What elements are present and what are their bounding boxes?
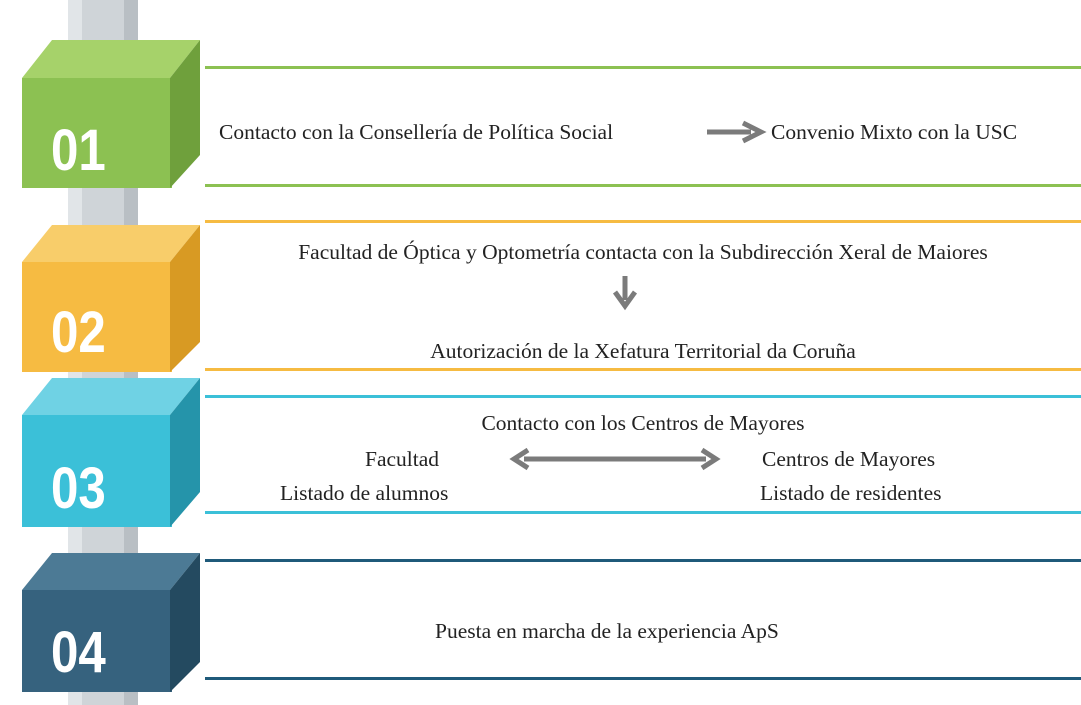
step-01-row: Contacto con la Consellería de Política …	[205, 66, 1081, 188]
step-01-text: Contacto con la Consellería de Política …	[219, 120, 614, 144]
arrow-right-icon	[707, 120, 767, 144]
step-03-right-sub: Listado de residentes	[760, 481, 942, 505]
step-number-01: 01	[51, 118, 106, 183]
cube-03: 03	[22, 378, 200, 527]
step-number-04: 04	[51, 620, 106, 685]
cube-01: 01	[22, 40, 200, 188]
step-04-row: Puesta en marcha de la experiencia ApS	[205, 559, 1081, 681]
step-02-bottom-line	[205, 368, 1081, 371]
step-03-top-line	[205, 395, 1081, 398]
step-01-result-text: Convenio Mixto con la USC	[771, 120, 1018, 144]
step-01-bottom-line	[205, 184, 1081, 187]
step-number-02: 02	[51, 300, 106, 365]
step-03-left-label: Facultad	[365, 447, 440, 471]
step-03-title: Contacto con los Centros de Mayores	[481, 411, 805, 435]
step-02-row: Facultad de Óptica y Optometría contacta…	[205, 220, 1081, 372]
arrow-down-icon	[612, 276, 638, 311]
cube-02: 02	[22, 225, 200, 372]
step-pillar: 01 02 03 04	[22, 0, 200, 705]
step-03-right-label: Centros de Mayores	[762, 447, 936, 471]
step-03-row: Contacto con los Centros de Mayores Facu…	[205, 395, 1081, 515]
step-04-text: Puesta en marcha de la experiencia ApS	[435, 619, 779, 643]
step-04-bottom-line	[205, 677, 1081, 680]
step-03-bottom-line	[205, 511, 1081, 514]
double-arrow-icon	[509, 447, 721, 471]
step-03-left-sub: Listado de alumnos	[280, 481, 449, 505]
step-02-top-line	[205, 220, 1081, 223]
step-02-text: Facultad de Óptica y Optometría contacta…	[298, 240, 988, 264]
cube-04: 04	[22, 553, 200, 692]
step-02-result-text: Autorización de la Xefatura Territorial …	[430, 339, 856, 363]
step-01-top-line	[205, 66, 1081, 69]
step-number-03: 03	[51, 456, 106, 521]
step-04-top-line	[205, 559, 1081, 562]
